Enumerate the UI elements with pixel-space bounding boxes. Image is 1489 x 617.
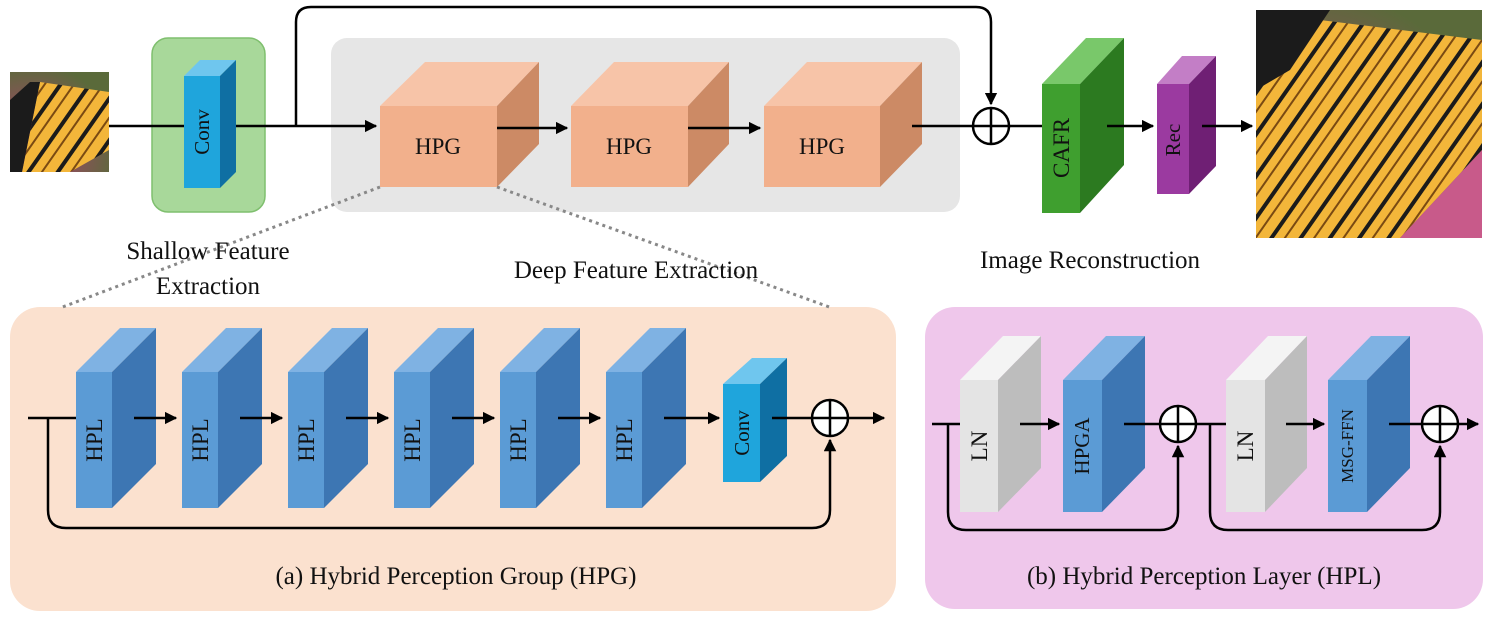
hpl-label-1: HPL: [82, 418, 107, 461]
hpg-label-3: HPG: [799, 134, 845, 159]
hpl-label-2: HPL: [188, 418, 213, 461]
hpga-block: HPGA: [1063, 336, 1145, 512]
hpl-connectors: [932, 417, 1480, 532]
hpl-ln2-label: LN: [1233, 430, 1258, 461]
top-connectors: [109, 5, 1254, 135]
hpg-sum-operator: [810, 398, 850, 438]
rec-label: Rec: [1161, 124, 1185, 157]
zoom-guide-lines: [59, 185, 833, 310]
hpl-ln1-block: LN: [960, 336, 1041, 512]
hpg-block-2: HPG: [571, 62, 729, 187]
hpl-ln1-label: LN: [967, 430, 992, 461]
hpg-caption: (a) Hybrid Perception Group (HPG): [275, 563, 636, 590]
hpl-label-6: HPL: [612, 418, 637, 461]
hpg-block-1: HPG: [380, 62, 539, 187]
shallow-conv-block: Conv: [184, 60, 236, 188]
hpl-caption: (b) Hybrid Perception Layer (HPL): [1027, 563, 1381, 590]
hpl-label-4: HPL: [400, 418, 425, 461]
input-image: [10, 72, 109, 172]
hpl-sum-operator-2: [1420, 404, 1460, 444]
recon-caption: Image Reconstruction: [980, 247, 1201, 274]
shallow-caption-line2: Extraction: [156, 273, 261, 300]
hpl-sum-operator-1: [1158, 404, 1198, 444]
hpl-block-row: HPL HPL HPL HPL HPL HPL: [76, 328, 686, 508]
hpg-label-2: HPG: [606, 134, 652, 159]
msg-ffn-block: MSG-FFN: [1328, 336, 1410, 512]
hpga-label: HPGA: [1070, 417, 1094, 475]
output-image: [1256, 10, 1482, 238]
cafr-block: CAFR: [1042, 38, 1124, 213]
cafr-label: CAFR: [1049, 117, 1074, 178]
hpg-label-1: HPG: [415, 134, 461, 159]
hpg-conv-block: Conv: [723, 358, 787, 482]
shallow-caption-line1: Shallow Feature: [126, 238, 289, 265]
deep-caption: Deep Feature Extraction: [514, 257, 759, 284]
top-sum-operator: [971, 106, 1011, 146]
hpl-label-5: HPL: [506, 418, 531, 461]
hpg-connectors: [28, 411, 886, 530]
msg-ffn-label: MSG-FFN: [1338, 409, 1357, 483]
hpl-label-3: HPL: [294, 418, 319, 461]
hpg-block-3: HPG: [764, 62, 922, 187]
hpg-conv-label: Conv: [730, 410, 754, 456]
shallow-conv-label: Conv: [190, 109, 214, 155]
